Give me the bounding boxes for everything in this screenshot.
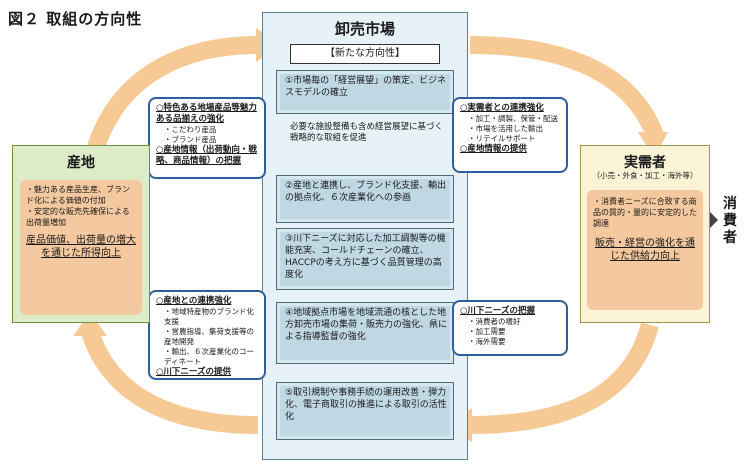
callout-heading: ○川下ニーズの把握 bbox=[460, 306, 535, 316]
producer-item: ・安定的な販売先確保による出荷量増加 bbox=[26, 207, 130, 227]
callout-item: ・ブランド産品 bbox=[164, 135, 217, 144]
arrow-to-consumer bbox=[710, 212, 718, 228]
callout-heading: ○産地情報（出荷動向・戦略、商品情報）の把握 bbox=[156, 145, 257, 166]
callout-item: ・こだわり産品 bbox=[164, 125, 217, 134]
callout-item: ・消費者の嗜好 bbox=[468, 317, 521, 326]
callout-bottom-left: ○産地との連携強化 ・地域特産物のブランド化支援 ・営農指導、集荷支援等の産地開… bbox=[148, 290, 266, 380]
arrow-top-left bbox=[86, 36, 259, 153]
producer-goal: 産品価値、出荷量の増大を通じた所得向上 bbox=[26, 235, 136, 259]
arrow-bottom-left-head bbox=[73, 312, 107, 336]
callout-item: ・リテイルサポート bbox=[468, 134, 536, 143]
demander-title: 実需者 bbox=[624, 155, 666, 171]
market-note: 必要な施設整備も含め経営展望に基づく戦略的な取組を促進 bbox=[290, 122, 444, 143]
demander-goal: 販売・経営の強化を通じた供給力向上 bbox=[595, 238, 695, 262]
callout-item: ・地域特産物のブランド化支援 bbox=[164, 307, 254, 326]
new-direction-label: 【新たな方向性】 bbox=[290, 44, 440, 64]
callout-item: ・営農指導、集荷支援等の産地開発 bbox=[164, 327, 254, 346]
arrow-bottom-right bbox=[469, 322, 659, 434]
consumer-label: 消費者 bbox=[723, 196, 737, 246]
callout-item: ・加工・調製、保管・配送 bbox=[468, 114, 558, 123]
arrow-bottom-left bbox=[81, 329, 259, 434]
figure-title: 図２ 取組の方向性 bbox=[8, 10, 143, 28]
arrow-top-right bbox=[469, 36, 664, 139]
callout-top-right: ○実需者との連携強化 ・加工・調製、保管・配送 ・市場を活用した輸出 ・リテイル… bbox=[452, 97, 568, 173]
callout-item: ・市場を活用した輸出 bbox=[468, 124, 543, 133]
producer-title: 産地 bbox=[67, 155, 95, 171]
producer-item: ・魅力ある産品生産、ブランド化による価値の付加 bbox=[26, 185, 130, 205]
demander-item: ・消費者ニーズに合致する商品の質的・量的に安定的した調達 bbox=[593, 197, 697, 228]
callout-top-left: ○特色ある地場産品等魅力ある品揃えの強化 ・こだわり産品 ・ブランド産品 ○産地… bbox=[148, 97, 266, 179]
demander-subtitle: （小売・外食・加工・海外等） bbox=[592, 171, 698, 180]
market-box-5: ⑤取引規制や事務手続の運用改善・弾力化、電子商取引の推進による取引の活性化 bbox=[276, 382, 454, 440]
callout-heading: ○実需者との連携強化 bbox=[460, 103, 544, 113]
demander-content: ・消費者ニーズに合致する商品の質的・量的に安定的した調達 販売・経営の強化を通じ… bbox=[587, 190, 703, 310]
callout-item: ・海外需要 bbox=[468, 337, 506, 346]
market-title: 卸売市場 bbox=[334, 20, 395, 38]
market-box-4: ④地域拠点市場を地域流通の核とした地方卸売市場の集荷・販売力の強化、県による指導… bbox=[276, 302, 454, 364]
producer-content: ・魅力ある産品生産、ブランド化による価値の付加 ・安定的な販売先確保による出荷量… bbox=[20, 180, 142, 315]
market-box-3: ③川下ニーズに対応した加工調製等の機能充実、コールドチェーンの確立、HACCPの… bbox=[276, 228, 454, 290]
callout-item: ・輸出、６次産業化のコーディネート bbox=[164, 347, 254, 366]
callout-heading: ○産地との連携強化 bbox=[156, 296, 232, 306]
market-box-1: ①市場毎の「経営展望」の策定、ビジネスモデルの確立 bbox=[276, 70, 454, 114]
market-box-2: ②産地と連携し、ブランド化支援、輸出の拠点化、６次産業化への参画 bbox=[276, 175, 454, 223]
callout-item: ・加工需要 bbox=[468, 327, 506, 336]
callout-bottom-right: ○川下ニーズの把握 ・消費者の嗜好 ・加工需要 ・海外需要 bbox=[452, 300, 568, 356]
callout-heading: ○川下ニーズの提供 bbox=[156, 367, 231, 377]
callout-heading: ○特色ある地場産品等魅力ある品揃えの強化 bbox=[156, 103, 257, 124]
callout-heading: ○産地情報の提供 bbox=[460, 144, 527, 154]
